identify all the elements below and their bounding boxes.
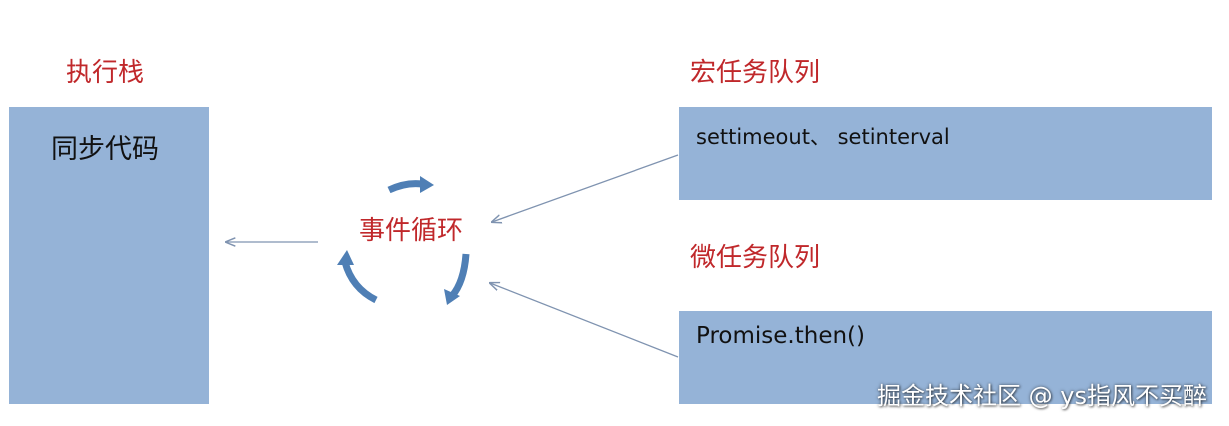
- watermark-text: 掘金技术社区 @ ys指风不买醉: [877, 382, 1207, 410]
- macro-queue-box: settimeout、 setinterval: [679, 107, 1212, 200]
- call-stack-title: 执行栈: [66, 58, 145, 88]
- micro-queue-title: 微任务队列: [690, 243, 821, 273]
- macro-queue-title: 宏任务队列: [690, 58, 821, 88]
- macro-queue-content: settimeout、 setinterval: [696, 125, 950, 149]
- micro-queue-box: Promise.then(): [679, 311, 1212, 404]
- cycle-arrows-icon: [337, 176, 470, 305]
- micro-queue-content: Promise.then(): [696, 323, 865, 349]
- micro-to-loop-arrow: [490, 283, 679, 358]
- event-loop-label: 事件循环: [359, 216, 464, 246]
- call-stack-content: 同步代码: [51, 134, 159, 165]
- macro-to-loop-arrow: [492, 154, 679, 222]
- call-stack-box: 同步代码: [9, 107, 209, 404]
